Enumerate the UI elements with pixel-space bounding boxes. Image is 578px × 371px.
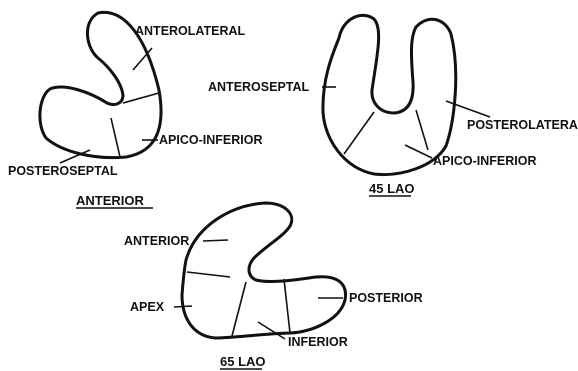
lao65-ventricle-outline <box>182 203 346 338</box>
label-apico-inferior-45: APICO-INFERIOR <box>433 154 536 168</box>
label-apico-inferior-anterior: APICO-INFERIOR <box>159 133 262 147</box>
label-posterolateral: POSTEROLATERAL <box>467 118 578 132</box>
lao65-view: ANTERIOR APEX POSTERIOR INFERIOR 65 LAO <box>124 203 423 369</box>
anterior-leader-65 <box>203 240 228 241</box>
lao45-ventricle-outline <box>323 15 456 174</box>
anterior-view: ANTEROLATERAL APICO-INFERIOR POSTEROSEPT… <box>8 12 262 208</box>
label-posteroseptal: POSTEROSEPTAL <box>8 164 118 178</box>
label-anterior-65: ANTERIOR <box>124 234 189 248</box>
label-anteroseptal: ANTEROSEPTAL <box>208 80 310 94</box>
caption-anterior: ANTERIOR <box>76 193 145 208</box>
lao45-view: ANTEROSEPTAL POSTEROLATERAL APICO-INFERI… <box>208 15 578 196</box>
caption-45-lao: 45 LAO <box>369 181 415 196</box>
apex-leader <box>174 306 192 307</box>
label-inferior: INFERIOR <box>288 335 348 349</box>
caption-65-lao: 65 LAO <box>220 354 266 369</box>
label-posterior: POSTERIOR <box>349 291 423 305</box>
label-anterolateral: ANTEROLATERAL <box>135 24 246 38</box>
label-apex: APEX <box>130 300 165 314</box>
